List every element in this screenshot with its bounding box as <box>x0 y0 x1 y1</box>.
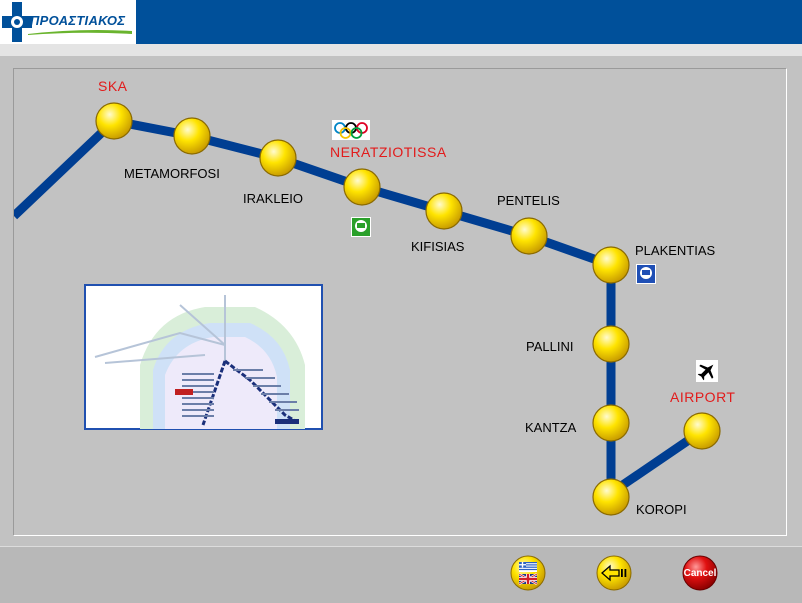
station-plakentias[interactable] <box>592 246 630 284</box>
plane-icon <box>696 360 718 382</box>
hub-label-neratziotissa: NERATZIOTISSA <box>330 144 447 160</box>
logo-text: ΠΡΟΑΣΤΙΑΚΟΣ <box>30 13 126 28</box>
back-arrow-icon <box>596 555 632 591</box>
station-label-metamorfosi: METAMORFOSI <box>124 166 220 181</box>
metro-line3-icon <box>636 264 656 284</box>
station-label-pallini: PALLINI <box>526 339 574 354</box>
header-stripe <box>0 44 802 56</box>
station-kantza[interactable] <box>592 404 630 442</box>
cancel-button-bg-icon <box>682 555 718 591</box>
station-airport[interactable] <box>683 412 721 450</box>
station-label-kifisias: KIFISIAS <box>411 239 465 254</box>
cancel-label: Cancel <box>683 568 717 579</box>
station-label-pentelis: PENTELIS <box>497 193 560 208</box>
hub-label-ska: SKA <box>98 78 128 94</box>
station-ska[interactable] <box>95 102 133 140</box>
cancel-button[interactable]: Cancel <box>682 555 718 591</box>
route-map <box>14 102 721 516</box>
station-label-koropi: KOROPI <box>636 502 687 517</box>
language-flags-icon <box>510 555 546 591</box>
station-metamorfosi[interactable] <box>173 117 211 155</box>
greek-flag-icon <box>519 562 537 572</box>
network-minimap[interactable] <box>84 284 323 430</box>
route-line <box>14 116 705 498</box>
back-button[interactable] <box>596 555 632 591</box>
station-kifisias[interactable] <box>425 192 463 230</box>
route-map-panel: SKA METAMORFOSI IRAKLEIO NERATZIOTISSA K… <box>13 68 787 536</box>
station-pentelis[interactable] <box>510 217 548 255</box>
language-button[interactable] <box>510 555 546 591</box>
station-koropi[interactable] <box>592 478 630 516</box>
uk-flag-icon <box>518 572 538 586</box>
hub-label-airport: AIRPORT <box>670 389 736 405</box>
metro-line1-icon <box>351 217 371 237</box>
logo-swoosh <box>28 30 132 35</box>
logo: ΠΡΟΑΣΤΙΑΚΟΣ <box>0 0 136 44</box>
station-label-irakleio: IRAKLEIO <box>243 191 303 206</box>
station-neratziotissa[interactable] <box>343 168 381 206</box>
station-label-plakentias: PLAKENTIAS <box>635 243 716 258</box>
olympic-rings-icon <box>332 120 370 140</box>
footer-bar: Cancel <box>0 546 802 603</box>
station-irakleio[interactable] <box>259 139 297 177</box>
cross-logo-icon <box>2 2 32 42</box>
station-pallini[interactable] <box>592 325 630 363</box>
station-label-kantza: KANTZA <box>525 420 577 435</box>
header-bar: ΠΡΟΑΣΤΙΑΚΟΣ <box>0 0 802 44</box>
